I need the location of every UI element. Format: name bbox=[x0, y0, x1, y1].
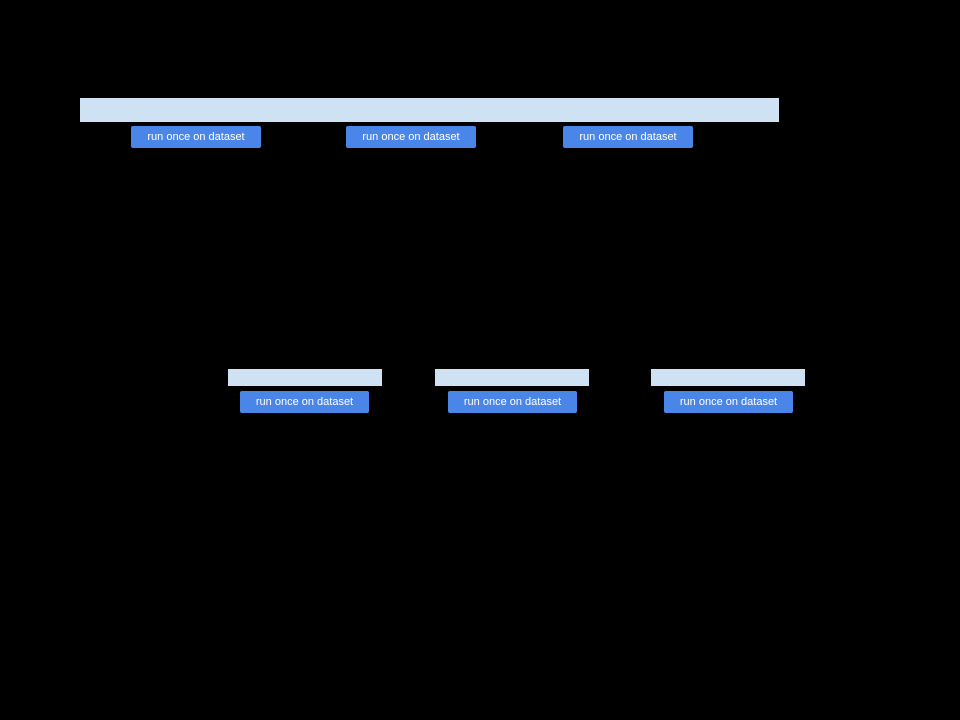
run-once-on-dataset-button-top-2[interactable]: run once on dataset bbox=[346, 126, 476, 148]
middle-progress-bar-1 bbox=[228, 369, 382, 386]
run-once-on-dataset-button-top-3[interactable]: run once on dataset bbox=[563, 126, 693, 148]
run-once-on-dataset-button-middle-2[interactable]: run once on dataset bbox=[448, 391, 577, 413]
middle-progress-bar-2 bbox=[435, 369, 589, 386]
run-once-on-dataset-button-middle-1[interactable]: run once on dataset bbox=[240, 391, 369, 413]
middle-progress-bar-3 bbox=[651, 369, 805, 386]
run-once-on-dataset-button-top-1[interactable]: run once on dataset bbox=[131, 126, 261, 148]
top-progress-bar bbox=[80, 98, 779, 122]
run-once-on-dataset-button-middle-3[interactable]: run once on dataset bbox=[664, 391, 793, 413]
